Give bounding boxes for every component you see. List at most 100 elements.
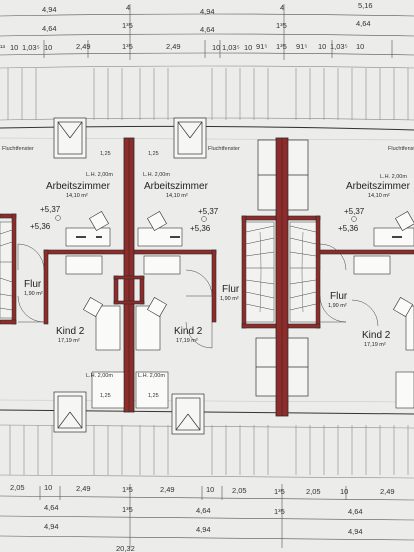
roof-window-bottom-2 <box>171 393 205 435</box>
room-area-arbeitszimmer-3: 14,10 m² <box>368 193 390 199</box>
dim-bottom-3-3: 4,94 <box>348 527 363 536</box>
svg-text:10: 10 <box>318 42 326 51</box>
room-area-flur-2: 1,90 m² <box>220 296 239 302</box>
room-name-kind2-1: Kind 2 <box>56 326 85 337</box>
svg-text:2,49: 2,49 <box>76 484 91 493</box>
level-536-2: +5,36 <box>190 224 211 233</box>
room-area-arbeitszimmer-2: 14,10 m² <box>166 193 188 199</box>
dim-top-1-2: 4 <box>126 3 130 12</box>
ceiling-height-2: L.H. 2,00m <box>143 172 170 178</box>
roof-window-bottom-1 <box>53 391 87 433</box>
furniture <box>65 211 414 409</box>
party-walls <box>123 137 289 417</box>
room-area-flur-1: 1,90 m² <box>24 291 43 297</box>
level-537-1: +5,37 <box>40 205 61 214</box>
shafts <box>255 139 309 397</box>
ceiling-height-3: L.H. 2,00m <box>380 174 407 180</box>
room-area-kind2-1: 17,19 m² <box>58 338 80 344</box>
dim-top-2-4: 1³5 <box>276 21 287 30</box>
room-name-kind2-3: Kind 2 <box>362 330 391 341</box>
room-name-arbeitszimmer-2: Arbeitszimmer <box>144 181 209 192</box>
room-name-flur-1: Flur <box>24 279 42 290</box>
svg-text:1³5: 1³5 <box>274 487 285 496</box>
dim-top-1-1: 4,94 <box>42 5 57 14</box>
window-dim-3: 1,25 <box>100 393 111 399</box>
room-area-kind2-3: 17,19 m² <box>364 342 386 348</box>
svg-text:2,49: 2,49 <box>76 42 91 51</box>
svg-text:91⁵: 91⁵ <box>256 42 267 51</box>
window-label-1: Fluchtfenster <box>2 146 34 152</box>
dim-top-2-3: 4,64 <box>200 25 215 34</box>
svg-text:10: 10 <box>356 42 364 51</box>
roof-window-top-1 <box>53 117 87 159</box>
dim-bottom-3-1: 4,94 <box>44 522 59 531</box>
svg-text:2,49: 2,49 <box>160 485 175 494</box>
room-name-kind2-2: Kind 2 <box>174 326 203 337</box>
dim-bottom-2-5: 4,64 <box>348 507 363 516</box>
door-swings <box>17 243 379 349</box>
svg-text:2,49: 2,49 <box>380 487 395 496</box>
svg-text:10: 10 <box>10 43 18 52</box>
window-dim-2: 1,25 <box>148 151 159 157</box>
dim-bottom-2-1: 4,64 <box>44 503 59 512</box>
room-name-flur-2: Flur <box>222 284 240 295</box>
svg-text:1³5: 1³5 <box>122 485 133 494</box>
ceiling-height-5: L.H. 2,00m <box>138 373 165 379</box>
svg-text:91⁵: 91⁵ <box>296 42 307 51</box>
dim-top-2-5: 4,64 <box>356 19 371 28</box>
svg-text:2,05: 2,05 <box>306 487 321 496</box>
svg-text:1,03⁵: 1,03⁵ <box>330 42 348 51</box>
svg-text:10: 10 <box>44 43 52 52</box>
svg-text:10: 10 <box>44 483 52 492</box>
window-label-3: Fluchtfenster <box>388 146 414 152</box>
ceiling-height-4: L.H. 2,00m <box>86 373 113 379</box>
window-label-2: Fluchtfenster <box>208 146 240 152</box>
level-536-1: +5,36 <box>30 222 51 231</box>
svg-text:10: 10 <box>340 487 348 496</box>
room-name-flur-3: Flur <box>330 291 348 302</box>
room-name-arbeitszimmer-1: Arbeitszimmer <box>46 181 111 192</box>
dim-top-2-2: 1³5 <box>122 21 133 30</box>
dim-bottom-2-4: 1³5 <box>274 507 285 516</box>
level-536-3: +5,36 <box>338 224 359 233</box>
bottom-dimension-strip <box>0 484 414 548</box>
svg-text:10: 10 <box>244 43 252 52</box>
roof-window-top-2 <box>173 117 207 159</box>
room-area-arbeitszimmer-1: 14,10 m² <box>66 193 88 199</box>
svg-text:1³5: 1³5 <box>276 42 287 51</box>
dim-total-bottom: 20,32 <box>116 544 135 552</box>
level-markers <box>55 215 357 222</box>
dim-top-2-1: 4,64 <box>42 24 57 33</box>
dim-bottom-3-2: 4,94 <box>196 525 211 534</box>
svg-text:2,49: 2,49 <box>166 42 181 51</box>
svg-text:1³5: 1³5 <box>122 42 133 51</box>
room-name-arbeitszimmer-3: Arbeitszimmer <box>346 181 411 192</box>
dim-top-1-3: 4,94 <box>200 7 215 16</box>
level-537-2: +5,37 <box>198 207 219 216</box>
dim-top-1-5: 5,16 <box>358 1 373 10</box>
dim-top-row3: ¹³ 10 1,03⁵ 10 2,49 1³5 2,49 10 1,03⁵ 10… <box>0 42 364 52</box>
svg-text:1,03⁵: 1,03⁵ <box>22 43 40 52</box>
dim-bottom-row1: 2,05 10 2,49 1³5 2,49 10 2,05 1³5 2,05 1… <box>10 483 395 496</box>
level-537-3: +5,37 <box>344 207 365 216</box>
window-dim-4: 1,25 <box>148 393 159 399</box>
svg-text:1,03⁵: 1,03⁵ <box>222 43 240 52</box>
dim-bottom-2-3: 4,64 <box>196 506 211 515</box>
stairs <box>0 221 317 323</box>
svg-text:¹³: ¹³ <box>0 43 5 52</box>
window-dim-1: 1,25 <box>100 151 111 157</box>
svg-text:2,05: 2,05 <box>232 486 247 495</box>
roof-hatch-top <box>0 65 414 121</box>
svg-text:2,05: 2,05 <box>10 483 25 492</box>
monitor-marks <box>76 236 402 238</box>
room-area-flur-3: 1,90 m² <box>328 303 347 309</box>
dim-top-1-4: 4 <box>280 3 284 12</box>
ceiling-height-1: L.H. 2,00m <box>86 172 113 178</box>
top-dimension-strip <box>0 4 414 60</box>
svg-text:10: 10 <box>212 43 220 52</box>
dim-bottom-2-2: 1³5 <box>122 505 133 514</box>
room-area-kind2-2: 17,19 m² <box>176 338 198 344</box>
svg-text:10: 10 <box>206 485 214 494</box>
